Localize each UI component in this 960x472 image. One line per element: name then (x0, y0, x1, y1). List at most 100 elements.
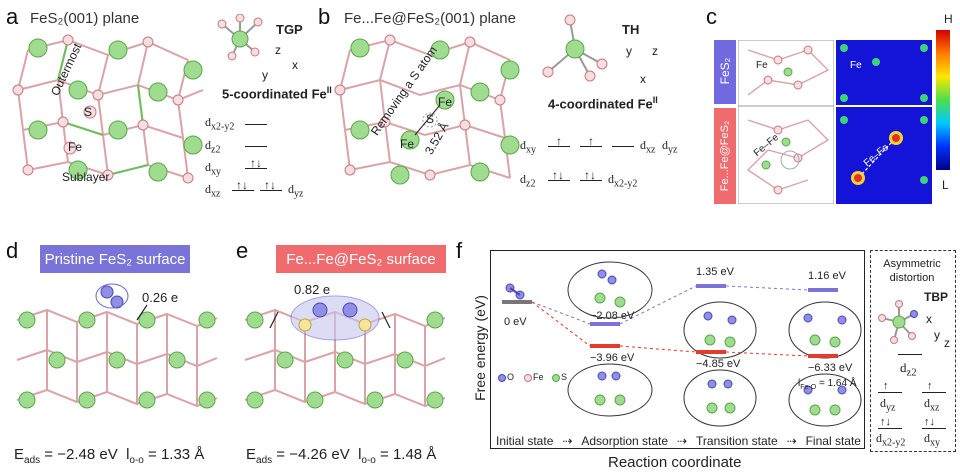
a-level-dz2 (245, 146, 267, 147)
panel-d-surface (16, 283, 218, 409)
colorbar-low: L (942, 178, 949, 192)
panel-c-row1-label: FeS₂ (718, 57, 732, 85)
side-orb-dxz: dxz (924, 396, 940, 414)
panel-a-s-label: S (84, 105, 93, 119)
energy-diagram (490, 250, 865, 449)
distortion-title-1: Asymmetric (883, 258, 941, 270)
panel-b-lattice (334, 34, 520, 185)
panel-c-charge-map (836, 40, 932, 204)
red-level-2: −4.85 eV (696, 358, 741, 370)
a-spin-dyz: ↑↓ (264, 178, 276, 192)
side-level-dx2y2 (878, 428, 902, 429)
side-spin-dx2y2: ↑↓ (880, 416, 891, 428)
red-level-3: −6.33 eV (808, 362, 853, 374)
panel-a-axis-z: z (275, 43, 281, 57)
b-orb-dz2: dz2 (520, 172, 536, 190)
panel-a-coordination: 5-coordinated FeII (222, 85, 332, 102)
colorbar (936, 30, 950, 170)
a-orb-dxz: dxz (205, 182, 221, 200)
side-level-dyz (878, 392, 902, 393)
side-level-dxz (922, 392, 946, 393)
panel-c-row2-label: Fe...Fe@FeS₂ (719, 120, 731, 192)
a-spin-dxz: ↑↓ (236, 178, 248, 192)
red-level-1: −3.96 eV (590, 352, 635, 364)
state-adsorption: Adsorption state (581, 434, 669, 448)
panel-c-label: c (706, 4, 717, 29)
state-final: Final state (805, 434, 861, 448)
panel-d-energy: Eads = −2.48 eV lo-o = 1.33 Å (14, 446, 205, 466)
distortion-title-2: distortion (889, 272, 935, 284)
panel-f-ylabel: Free energy (eV) (472, 295, 488, 401)
panel-d-charge: 0.26 e (142, 290, 179, 305)
side-orb-dyz: dyz (880, 396, 896, 414)
panel-c-map-fe: Fe (850, 60, 862, 71)
panel-c-row1-tag (714, 40, 736, 104)
side-spin-dyz: ↑ (883, 380, 889, 392)
panel-a-lattice (12, 34, 204, 184)
side-level-dxy (922, 428, 946, 429)
a-level-dx2y2 (245, 124, 267, 125)
a-level-dxz (232, 190, 254, 191)
side-orb-dz2: dz2 (900, 360, 917, 379)
b-level-5 (580, 180, 602, 181)
tbp-axis-x: x (926, 312, 932, 326)
panel-f-label: f (456, 238, 463, 263)
b-spin-4: ↑↓ (552, 168, 564, 182)
b-orb-dxz: dxz (640, 138, 656, 156)
panel-a-tgp-icon (217, 14, 263, 61)
panel-d-title: Pristine FeS₂ surface (40, 245, 190, 273)
b-level-1 (548, 146, 570, 147)
a-orb-dxy: dxy (205, 160, 221, 178)
panel-b-axis-x: x (640, 72, 646, 86)
a-orb-dx2y2: dx2-y2 (205, 115, 235, 133)
panel-f-xlabel: Reaction coordinate (608, 454, 742, 471)
panel-c-structure (738, 40, 834, 204)
b-orb-dxy: dxy (520, 138, 536, 156)
state-initial: Initial state (496, 434, 554, 448)
side-orb-dxy: dxy (924, 431, 940, 449)
panel-a-label: a (6, 4, 19, 29)
a-spin-dxy: ↑↓ (250, 156, 262, 170)
panel-b-coordination: 4-coordinated FeII (548, 95, 658, 112)
panel-a-axis-y: y (262, 68, 268, 82)
panel-b-fe-bottom: Fe (400, 137, 415, 151)
panel-a-fe-label: Fe (68, 140, 83, 154)
panel-a-geometry: TGP (276, 22, 303, 37)
tbp-axis-z: z (944, 336, 950, 350)
side-spin-dxy: ↑↓ (924, 416, 935, 428)
purple-level-1: −2.08 eV (590, 310, 635, 322)
b-level-3 (612, 146, 634, 147)
panel-e-surface (244, 295, 446, 409)
state-transition: Transition state (696, 434, 778, 448)
panel-e-charge: 0.82 e (294, 282, 331, 297)
distortion-geometry: TBP (924, 290, 948, 304)
panel-e-label: e (236, 238, 249, 263)
b-spin-1: ↑ (556, 134, 562, 148)
side-orb-dx2y2: dx2-y2 (876, 431, 906, 449)
panel-c-row2-tag (714, 108, 736, 204)
level-initial-label: 0 eV (504, 316, 527, 328)
panel-b-label: b (318, 4, 331, 29)
legend-s: S (561, 372, 568, 382)
panel-b-geometry: TH (622, 22, 640, 37)
side-level-dz2 (898, 354, 922, 355)
b-orb-dx2y2: dx2-y2 (608, 172, 638, 190)
a-orb-dyz: dyz (288, 182, 304, 200)
panel-b-s-label: S (426, 112, 435, 126)
panel-a-sublayer: Sublayer (62, 170, 110, 184)
panel-b-fe-top: Fe (438, 95, 453, 109)
b-spin-5: ↑↓ (584, 168, 596, 182)
panel-d-label: d (6, 238, 19, 263)
panel-e-title: Fe...Fe@FeS₂ surface (276, 245, 446, 273)
legend-o: O (507, 372, 515, 382)
panel-a-title: FeS₂(001) plane (30, 10, 140, 27)
tbp-axis-y: y (934, 328, 940, 342)
panel-c-fe-label: Fe (756, 60, 768, 71)
final-bond-label: lFe-O = 1.64 Å (798, 378, 857, 391)
b-orb-dyz: dyz (662, 138, 678, 156)
state-axis: Initial state ⇢ Adsorption state ⇢ Trans… (496, 434, 861, 448)
panel-f-ylabel-wrap: Free energy (eV) (470, 280, 488, 420)
panel-b-th-icon (542, 14, 608, 82)
purple-level-3: 1.16 eV (808, 270, 846, 282)
panel-b-axis-y: y (626, 44, 632, 58)
